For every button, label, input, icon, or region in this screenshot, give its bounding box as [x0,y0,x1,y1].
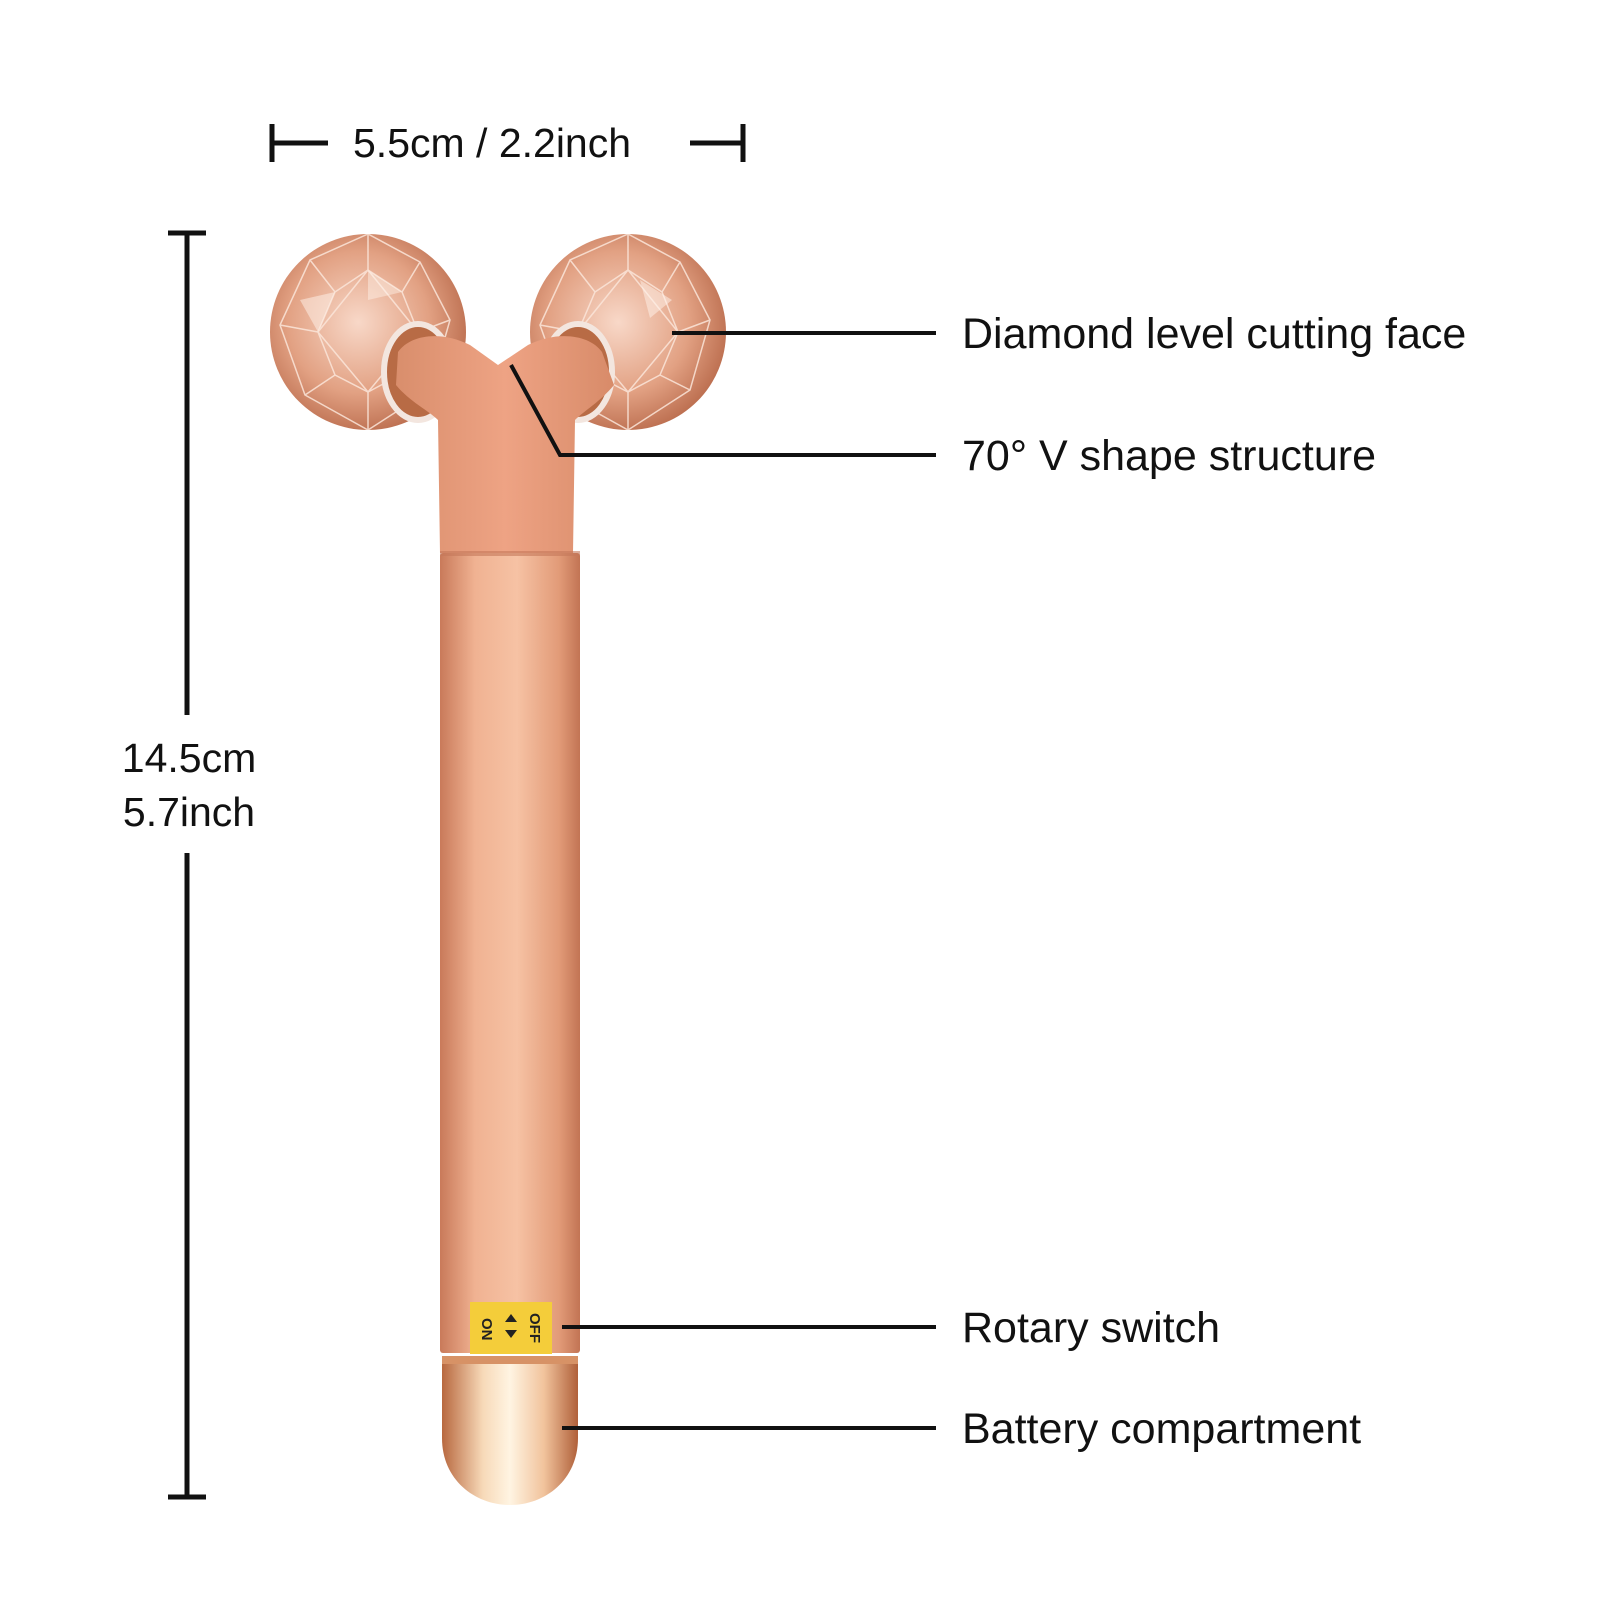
callout-cutting-face: Diamond level cutting face [672,310,1466,358]
height-label-cm: 14.5cm [122,735,256,781]
switch-sticker [470,1302,552,1354]
callouts: Diamond level cutting face 70° V shape s… [509,310,1466,1453]
width-dimension: 5.5cm / 2.2inch [269,120,746,166]
callout-line-v-shape [509,364,936,457]
callout-battery: Battery compartment [562,1405,1361,1453]
width-label: 5.5cm / 2.2inch [353,120,631,166]
callout-label-v-shape: 70° V shape structure [962,432,1376,480]
callout-label-cutting-face: Diamond level cutting face [962,310,1466,358]
y-neck [396,336,614,553]
switch-label-off: OFF [526,1313,543,1343]
switch-arrow-icon [505,1314,517,1322]
callout-v-shape: 70° V shape structure [509,364,1376,480]
handle-body [440,553,580,1353]
roller-device: OFF ON [270,234,726,1505]
callout-rotary-switch: Rotary switch [562,1304,1220,1352]
battery-cap [442,1360,578,1505]
height-dimension: 14.5cm 5.7inch [122,230,256,1500]
callout-label-battery: Battery compartment [962,1405,1361,1453]
height-label-inch: 5.7inch [123,789,255,835]
callout-label-rotary-switch: Rotary switch [962,1304,1220,1352]
rotary-switch: OFF ON [470,1302,552,1354]
switch-label-on: ON [478,1318,495,1341]
